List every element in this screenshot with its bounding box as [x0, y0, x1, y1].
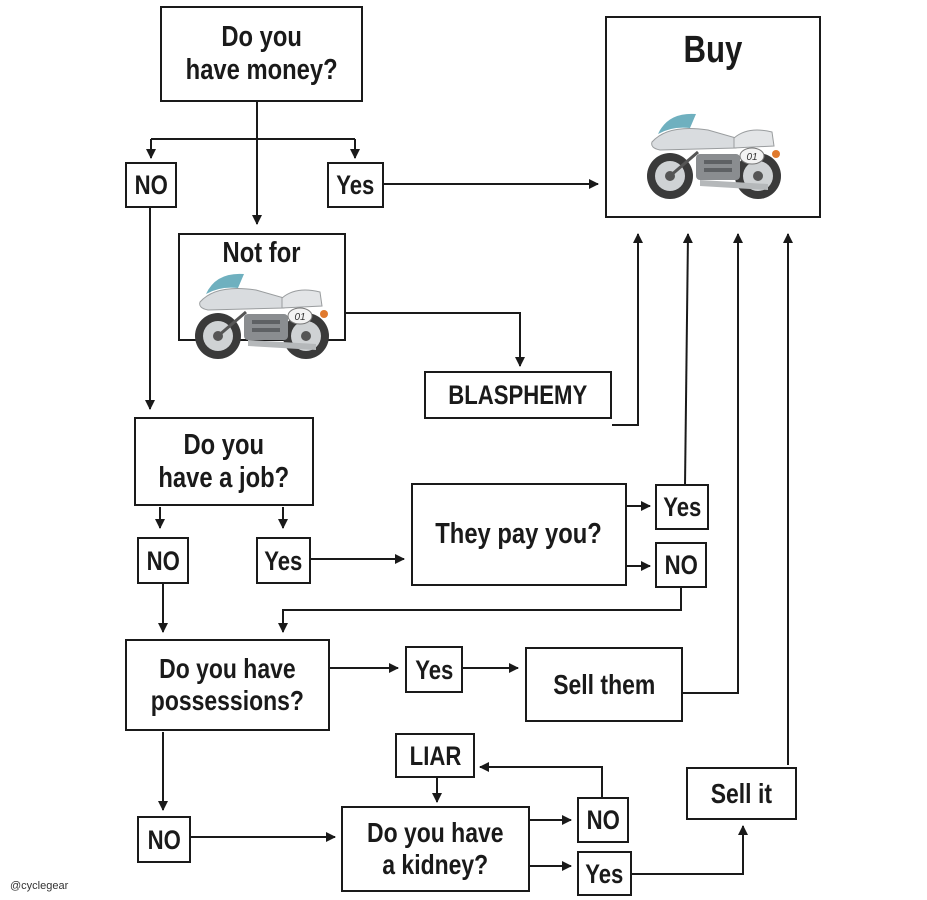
credit-watermark: @cyclegear: [10, 880, 69, 892]
no-job-node: NO: [137, 537, 189, 584]
no-money-node: NO: [125, 162, 177, 208]
connector-blasphemy-buy: [612, 233, 643, 426]
blasphemy-node: BLASPHEMY: [424, 371, 612, 419]
no-kidney-node: NO: [577, 797, 629, 843]
yes-money-node: Yes: [327, 162, 384, 208]
sell-them-node: Sell them: [525, 647, 683, 722]
connector-yespay-buy: [682, 233, 693, 487]
sell-it-node: Sell it: [686, 767, 797, 820]
connector-sellthem-buy: [683, 233, 743, 694]
yes-kidney-node: Yes: [577, 851, 632, 896]
motorcycle-icon: 01: [647, 113, 781, 199]
motorcycle-icon: 01: [195, 273, 329, 359]
yes-pay-node: Yes: [655, 484, 709, 530]
connector-nokidney-liar: [479, 762, 603, 797]
have-money-node: Do you have money?: [160, 6, 363, 102]
have-possessions-node: Do you have possessions?: [125, 639, 330, 731]
no-possessions-node: NO: [137, 816, 191, 863]
they-pay-node: They pay you?: [411, 483, 627, 586]
connector-yeskidney-sellit: [632, 825, 748, 875]
have-job-node: Do you have a job?: [134, 417, 314, 506]
yes-possessions-node: Yes: [405, 646, 463, 693]
no-pay-node: NO: [655, 542, 707, 588]
yes-job-node: Yes: [256, 537, 311, 584]
motorcycle-number: 01: [294, 312, 305, 323]
have-kidney-node: Do you have a kidney?: [341, 806, 530, 892]
connector-nopay-possessions: [278, 586, 682, 633]
liar-node: LIAR: [395, 733, 475, 778]
connector-notfor-blasphemy: [346, 312, 525, 367]
motorcycle-number: 01: [746, 152, 757, 163]
